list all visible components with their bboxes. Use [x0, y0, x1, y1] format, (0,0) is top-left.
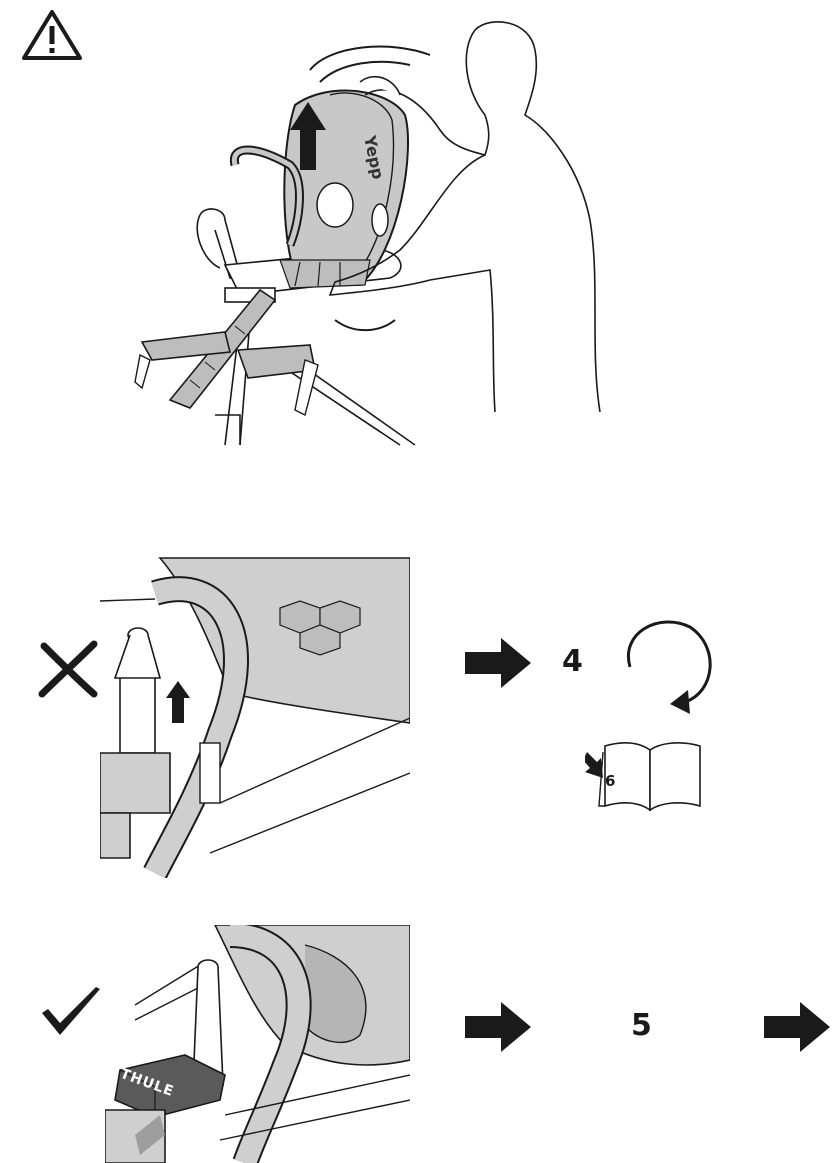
manual-page-number: 6 [605, 772, 616, 790]
lifting-seat-illustration: Yepp [130, 20, 610, 450]
right-arrow-icon [463, 1000, 533, 1054]
correct-mount-illustration: THULE [105, 925, 410, 1163]
x-cross-icon [38, 640, 100, 698]
manual-book-icon: 6 [585, 738, 705, 813]
step-number-5: 5 [631, 1008, 652, 1043]
warning-triangle-icon [20, 8, 84, 62]
step-number-4: 4 [562, 644, 583, 679]
incorrect-mount-illustration [100, 553, 410, 878]
checkmark-icon [38, 985, 104, 1041]
rotate-clockwise-icon [620, 612, 720, 717]
right-arrow-icon [463, 636, 533, 690]
right-arrow-icon-next [762, 1000, 832, 1054]
